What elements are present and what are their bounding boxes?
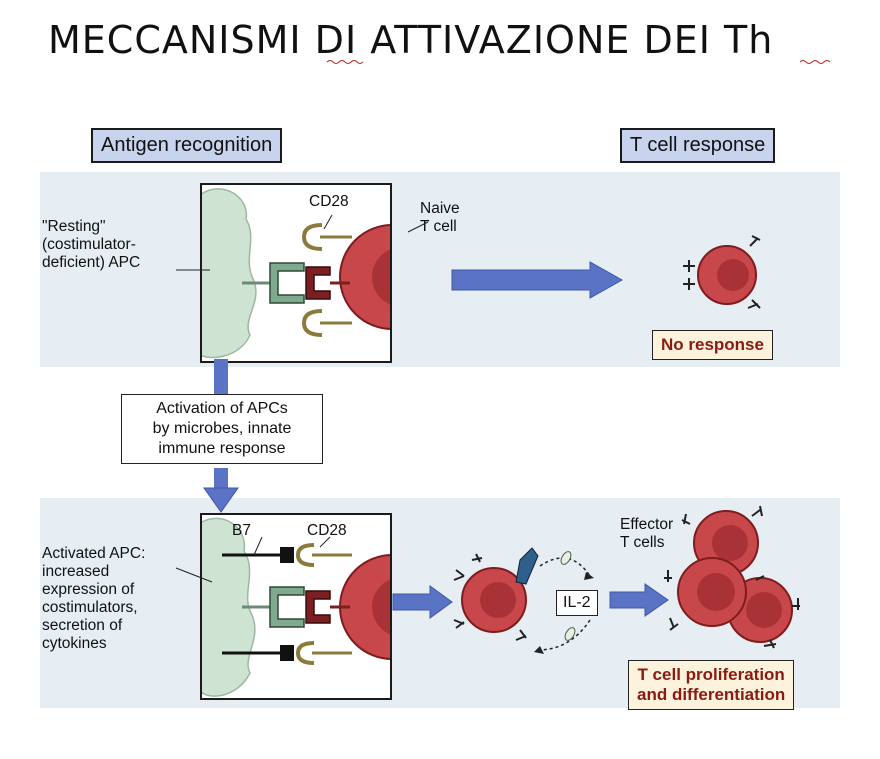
page-title: MECCANISMI DI ATTIVAZIONE DEI Th [48, 18, 774, 62]
activation-of-apcs-box: Activation of APCs by microbes, innate i… [121, 394, 323, 464]
resting-apc-panel [200, 183, 392, 363]
activated-apc-panel [200, 513, 392, 700]
activated-interaction-illustration [202, 517, 390, 697]
cd28-label-bottom: CD28 [307, 522, 347, 539]
header-antigen-recognition: Antigen recognition [91, 128, 283, 163]
header-t-cell-response: T cell response [620, 128, 776, 163]
b7-label: B7 [232, 522, 251, 539]
no-response-box: No response [652, 330, 773, 360]
effector-t-cells-label: Effector T cells [620, 516, 674, 551]
resting-interaction-illustration [202, 188, 390, 359]
il2-box: IL-2 [556, 590, 598, 616]
cd28-label-top: CD28 [309, 193, 349, 210]
activated-apc-label: Activated APC: increased expression of c… [42, 545, 146, 652]
naive-t-cell-label: Naive T cell [420, 200, 460, 235]
proliferation-box: T cell proliferation and differentiation [628, 660, 795, 710]
resting-apc-label: "Resting" (costimulator- deficient) APC [42, 218, 141, 271]
title-underline-decoration [326, 60, 831, 64]
